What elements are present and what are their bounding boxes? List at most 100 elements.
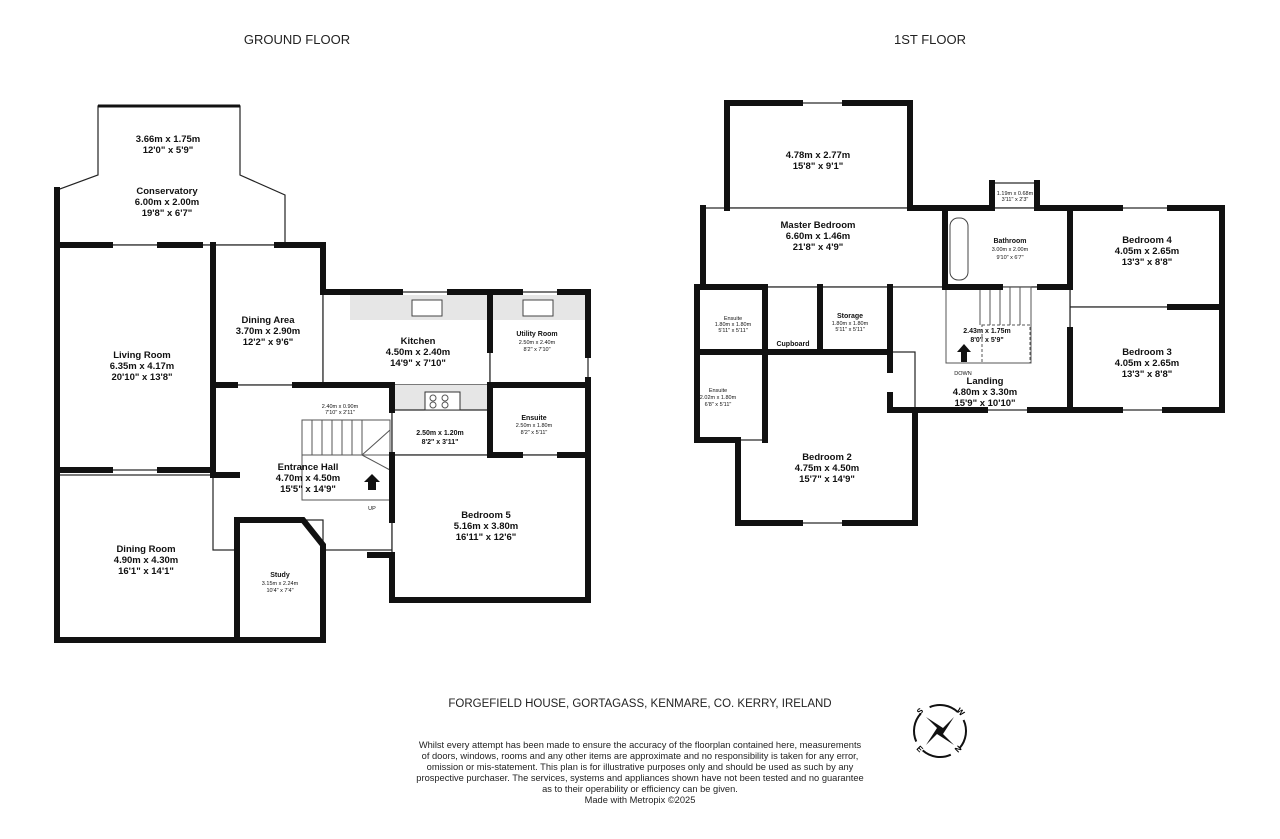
ground-floor-title: GROUND FLOOR [244,32,350,47]
ensuite-ground [489,384,589,456]
stair-direction-label: UP [368,506,376,512]
compass-icon: S W N E [913,704,967,758]
room-dimension: 19'8" x 6'7" [142,208,193,219]
room-dimension: 16'1" x 14'1" [118,566,174,577]
room-dimension: 4.90m x 4.30m [114,555,178,566]
room-dimension: 7'10" x 2'11" [325,410,355,416]
room-dimension: 15'5" x 14'9" [280,484,336,495]
room-dimension: 2.02m x 1.80m [700,395,737,401]
room-name: Dining Area [242,315,296,326]
room-name: Entrance Hall [278,462,339,473]
room-dimension: 4.05m x 2.65m [1115,246,1179,257]
room-dimension: 6.00m x 2.00m [135,197,199,208]
property-address: FORGEFIELD HOUSE, GORTAGASS, KENMARE, CO… [448,698,831,710]
sink-icon [411,299,443,317]
room-dimension: 8'0" x 5'9" [970,337,1003,344]
room-dimension: 5.16m x 3.80m [454,521,518,532]
compass-label: W [955,706,967,718]
room-dimension: 15'9" x 10'10" [954,398,1015,409]
room-dimension: 15'8" x 9'1" [793,161,844,172]
room-name: Study [270,572,290,579]
room-dimension: 6.60m x 1.46m [786,231,850,242]
room-dimension: 16'11" x 12'6" [456,532,517,543]
room-name: Bedroom 5 [461,510,511,521]
room-name: Utility Room [516,331,557,338]
room-name: Landing [967,376,1004,387]
study-room [236,519,324,641]
conservatory-room [56,105,286,246]
room-dimension: 2.50m x 1.20m [416,430,463,437]
bedroom-3 [1069,306,1223,411]
room-name: Storage [837,313,863,320]
compass-label: E [915,744,926,755]
bath-icon [949,217,969,281]
disclaimer-line: omission or mis-statement. This plan is … [427,762,854,772]
room-dimension: 5'11" x 5'11" [835,327,864,333]
room-dimension: 4.80m x 3.30m [953,387,1017,398]
room-name: Ensuite [709,388,727,394]
staircase [945,286,1032,364]
room-dimension: 3.15m x 2.24m [262,581,299,587]
disclaimer-line: of doors, windows, rooms and any other i… [422,751,859,761]
room-dimension: 2.50m x 2.40m [519,340,556,346]
room-dimension: 3'11" x 2'3" [1002,197,1029,203]
room-name: Ensuite [724,316,742,322]
room-dimension: 1.19m x 0.68m [997,191,1034,197]
room-name: Bedroom 4 [1122,235,1172,246]
room-dimension: 4.78m x 2.77m [786,150,850,161]
room-dimension: 8'2" x 7'10" [523,347,550,353]
room-dimension: 4.05m x 2.65m [1115,358,1179,369]
staircase [301,419,391,501]
room-dimension: 8'2" x 3'11" [422,439,459,446]
room-dimension: 1.80m x 1.80m [715,322,752,328]
room-dimension: 9'10" x 6'7" [996,255,1023,261]
room-dimension: 4.50m x 2.40m [386,347,450,358]
bedroom-5 [391,454,589,601]
disclaimer-line: prospective purchaser. The services, sys… [416,773,863,783]
master-bedroom-bay [726,102,911,209]
disclaimer-line: Made with Metropix ©2025 [585,795,696,805]
compass-label: N [953,744,964,755]
room-dimension: 5'11" x 5'11" [718,328,747,334]
room-name: Bedroom 2 [802,452,852,463]
cupboard [764,286,821,353]
room-dimension: 2.43m x 1.75m [963,328,1010,335]
bedroom-4 [1069,207,1223,308]
room-name: Dining Room [116,544,175,555]
first-floor-plan [694,100,1225,526]
room-dimension: 2.50m x 1.80m [516,423,553,429]
room-dimension: 6'8" x 5'11" [705,402,732,408]
room-dimension: 4.70m x 4.50m [276,473,340,484]
room-dimension: 3.66m x 1.75m [136,134,200,145]
room-name: Kitchen [401,336,436,347]
room-name: Living Room [113,350,171,361]
living-room [56,244,214,471]
stair-direction-label: DOWN [954,371,971,377]
first-floor-labels: 4.78m x 2.77m 15'8" x 9'1" Master Bedroo… [700,150,1179,485]
room-dimension: 14'9" x 7'10" [390,358,446,369]
disclaimer-line: as to their operability or efficiency ca… [542,784,738,794]
room-dimension: 1.80m x 1.80m [832,321,869,327]
dining-area [212,244,324,386]
room-dimension: 8'2" x 5'11" [521,430,548,436]
room-name: Bedroom 3 [1122,347,1172,358]
compass-label: S [915,706,926,717]
room-name: Cupboard [776,341,809,348]
room-dimension: 13'3" x 8'8" [1122,257,1173,268]
sink-icon [522,299,554,317]
room-dimension: 4.75m x 4.50m [795,463,859,474]
disclaimer: Whilst every attempt has been made to en… [416,740,863,805]
room-dimension: 2.40m x 0.90m [322,404,359,410]
disclaimer-line: Whilst every attempt has been made to en… [419,740,862,750]
room-dimension: 12'2" x 9'6" [243,337,294,348]
room-dimension: 13'3" x 8'8" [1122,369,1173,380]
room-dimension: 10'4" x 7'4" [266,588,293,594]
room-dimension: 3.00m x 2.00m [992,247,1029,253]
ground-floor-plan [54,104,591,643]
room-dimension: 3.70m x 2.90m [236,326,300,337]
room-name: Master Bedroom [781,220,856,231]
room-dimension: 6.35m x 4.17m [110,361,174,372]
room-name: Conservatory [136,186,198,197]
room-dimension: 20'10" x 13'8" [111,372,172,383]
